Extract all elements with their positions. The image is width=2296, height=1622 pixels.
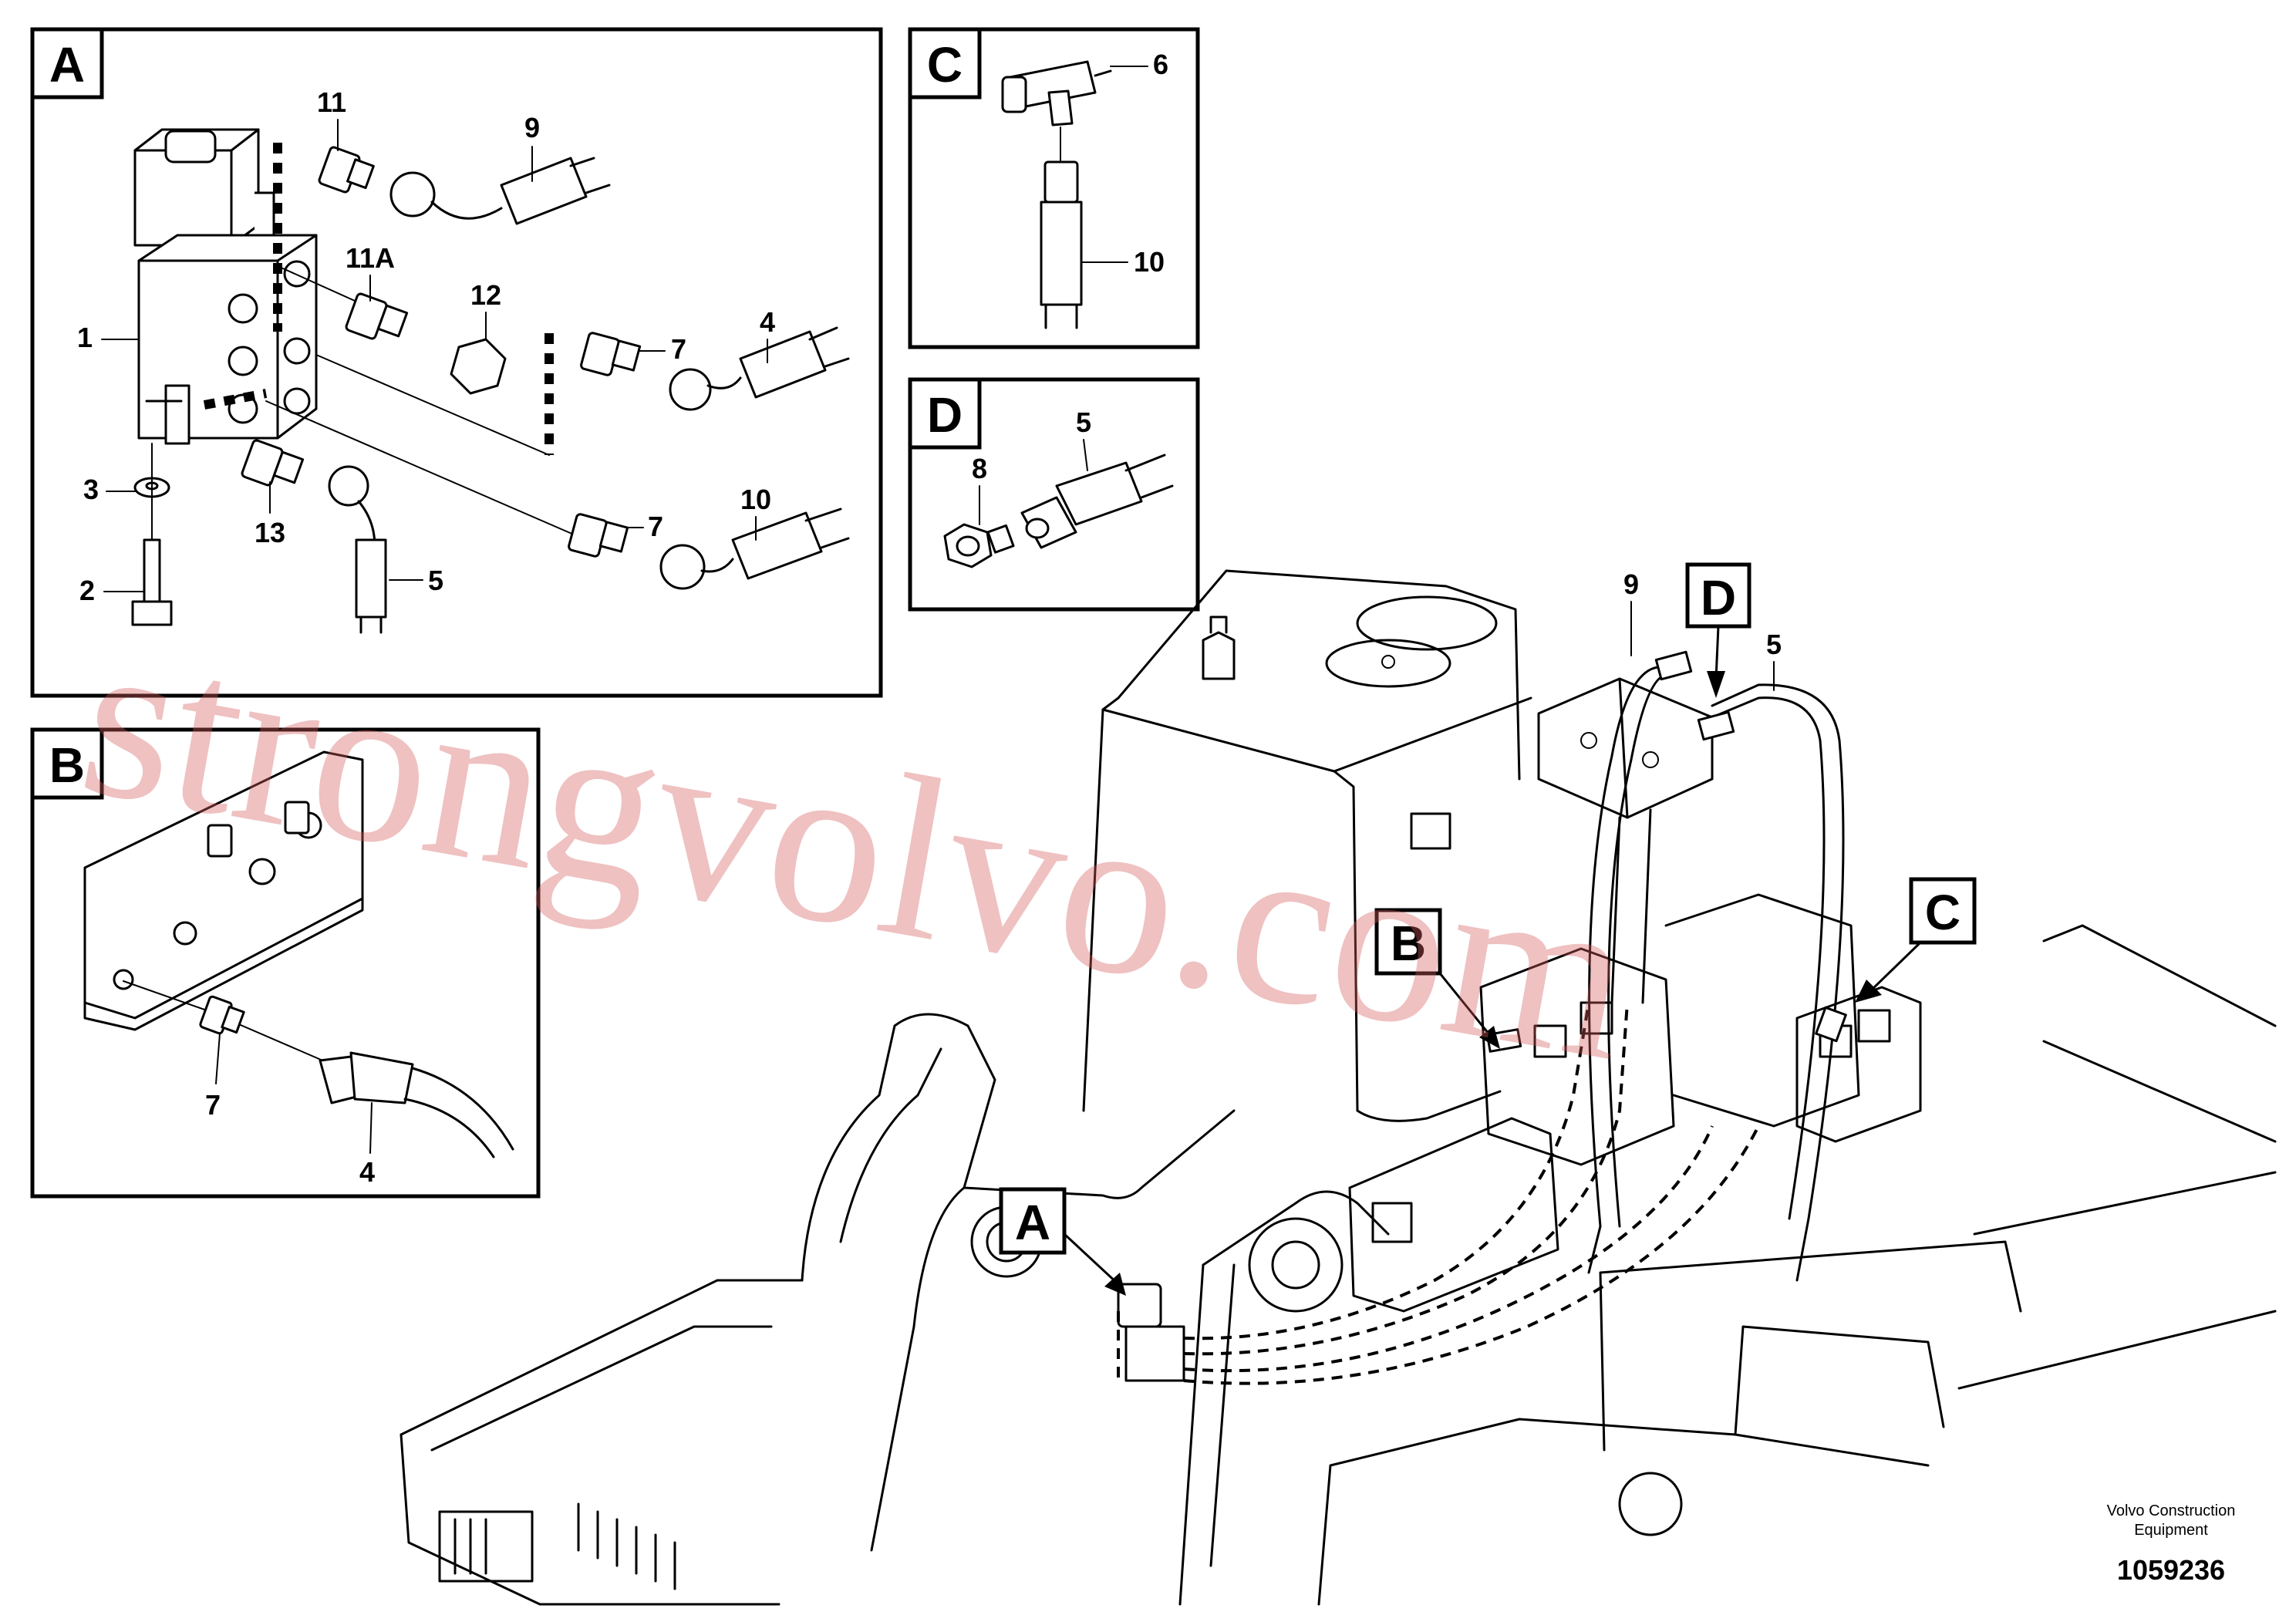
item-label: 5 [1076,406,1091,438]
hose-5-detail-d [1020,454,1174,549]
bolt-2 [131,538,173,626]
item-label: 7 [648,511,663,542]
fitting-11 [318,146,375,194]
callout-a: A [1015,1195,1050,1250]
item-label: 3 [83,474,99,505]
mounting-plate [83,750,364,1031]
adapter-8 [943,523,1015,568]
machine-overview: D B C A 9 5 [400,562,2277,1606]
item-label: 10 [740,484,771,515]
hose-route [1183,1002,1629,1356]
item-label: 4 [760,306,775,338]
hose-4-detail-b [319,1051,514,1158]
fitting-7-lower [568,513,629,558]
detail-b-panel: B 7 4 [30,727,541,1199]
tee-fitting-6 [1001,60,1112,126]
item-label: 5 [1766,629,1782,660]
manifold-block [1537,677,1714,1004]
hose-9 [389,157,611,225]
fitting-7-upper [580,332,642,376]
brand-line-2: Equipment [2134,1522,2208,1539]
item-label: 12 [470,279,501,311]
item-label: 7 [205,1089,221,1121]
item-label: 7 [671,333,686,365]
hose-10-detail-c [1040,160,1083,329]
item-label: 6 [1153,49,1168,80]
hose-4-detail-a [669,326,850,411]
detail-c-panel: C 6 10 [908,27,1200,349]
detail-b-label: B [49,737,85,793]
callout-d: D [1701,570,1736,626]
fitting-11a [345,292,409,340]
solenoid-coil [133,128,275,248]
item-label: 9 [1623,568,1639,600]
lower-frame [400,924,2277,1606]
item-label: 4 [359,1156,375,1188]
item-label: 8 [972,453,987,484]
fitting-13 [241,439,305,487]
hose-route [1183,1125,1714,1373]
brand-line-1: Volvo Construction [2107,1502,2236,1519]
hidden-port-line [203,389,268,410]
item-label: 1 [77,322,93,353]
detail-c-label: C [927,37,963,93]
callout-c: C [1925,885,1961,940]
valve-block [137,234,318,445]
item-label: 10 [1134,246,1165,278]
detail-d-label: D [927,387,963,443]
detail-d-panel: D 8 5 [908,377,1200,612]
item-label: 11A [346,242,395,274]
hose-5-detail-a [328,465,387,634]
item-label: 5 [428,565,443,596]
item-label: 11 [317,86,346,118]
brand-block: Volvo Construction Equipment 1059236 [2107,1502,2236,1586]
item-label: 2 [79,575,95,606]
callout-b: B [1391,916,1426,971]
control-valve-bank [1348,893,1922,1313]
hose-5-route [1711,683,1845,1220]
item-label: 13 [255,517,285,548]
item-label: 9 [524,112,540,143]
hose-10-detail-a [659,508,850,590]
hose-5-route [1711,696,1826,1220]
detail-a-panel: A [30,27,883,698]
solenoid-valve-assembly [1117,1283,1185,1382]
fitting-7-detail-b [199,995,245,1035]
swing-frame [801,1013,1390,1606]
detail-a-label: A [49,37,85,93]
hose-route [1183,1002,1590,1340]
hydraulic-tank [1082,569,1532,1122]
figure-number: 1059236 [2117,1554,2225,1586]
hose-9-route [1607,673,1667,1228]
hose-9-route [1588,666,1660,1228]
